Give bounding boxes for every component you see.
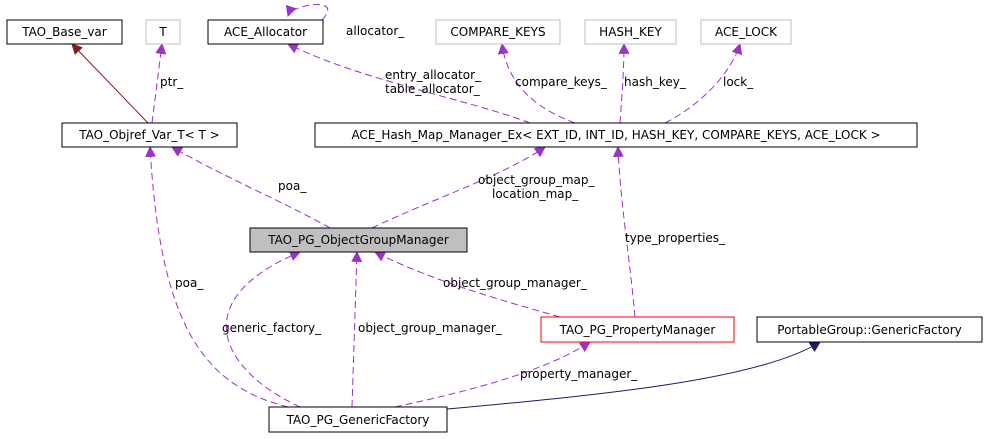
node-hash-key-label: HASH_KEY bbox=[599, 25, 662, 39]
node-tao-base-var-label: TAO_Base_var bbox=[21, 25, 107, 39]
node-t[interactable]: T bbox=[145, 19, 181, 45]
label-lock: lock_ bbox=[723, 75, 754, 89]
label-poa-left: poa_ bbox=[175, 276, 204, 290]
label-property-manager: property_manager_ bbox=[520, 367, 638, 381]
label-ogm-right: object_group_manager_ bbox=[443, 276, 588, 290]
node-tao-base-var[interactable]: TAO_Base_var bbox=[6, 19, 123, 45]
node-object-group-manager[interactable]: TAO_PG_ObjectGroupManager bbox=[249, 227, 468, 253]
label-type-properties: type_properties_ bbox=[625, 231, 726, 245]
node-tao-objref-var-label: TAO_Objref_Var_T< T > bbox=[78, 128, 219, 142]
edge-object-group-map bbox=[371, 146, 546, 229]
node-portablegroup-generic-factory-label: PortableGroup::GenericFactory bbox=[777, 323, 961, 337]
node-tao-generic-factory[interactable]: TAO_PG_GenericFactory bbox=[268, 406, 448, 433]
edge-property-manager bbox=[394, 341, 591, 408]
edge-inherit-generic-factory bbox=[446, 341, 821, 410]
label-compare-keys: compare_keys_ bbox=[515, 75, 608, 89]
edge-poa-left bbox=[145, 145, 289, 408]
edge-entry-table-allocator bbox=[287, 43, 531, 124]
label-object-group-map: object_group_map_ bbox=[478, 173, 595, 187]
node-property-manager-label: TAO_PG_PropertyManager bbox=[559, 323, 716, 337]
label-location-map: location_map_ bbox=[492, 187, 579, 201]
node-object-group-manager-label: TAO_PG_ObjectGroupManager bbox=[267, 233, 449, 247]
node-ace-hash-map[interactable]: ACE_Hash_Map_Manager_Ex< EXT_ID, INT_ID,… bbox=[314, 122, 918, 148]
edge-ogm-from-property bbox=[374, 251, 561, 318]
label-ogm-center: object_group_manager_ bbox=[358, 321, 503, 335]
node-t-label: T bbox=[158, 25, 167, 39]
label-hash-key: hash_key_ bbox=[624, 75, 687, 89]
node-tao-objref-var[interactable]: TAO_Objref_Var_T< T > bbox=[61, 122, 238, 148]
node-ace-lock-label: ACE_LOCK bbox=[715, 25, 778, 39]
node-hash-key[interactable]: HASH_KEY bbox=[584, 19, 677, 45]
node-ace-lock[interactable]: ACE_LOCK bbox=[700, 19, 792, 45]
edge-ogm-from-factory bbox=[351, 250, 363, 408]
edge-allocator-self bbox=[285, 4, 329, 21]
edges bbox=[71, 4, 821, 410]
label-poa-top: poa_ bbox=[278, 179, 307, 193]
label-generic-factory: generic_factory_ bbox=[222, 321, 322, 335]
node-compare-keys-label: COMPARE_KEYS bbox=[450, 25, 545, 39]
node-portablegroup-generic-factory[interactable]: PortableGroup::GenericFactory bbox=[756, 316, 983, 343]
edge-labels: allocator_ entry_allocator_ table_alloca… bbox=[160, 24, 754, 381]
node-property-manager[interactable]: TAO_PG_PropertyManager bbox=[540, 316, 735, 343]
node-ace-allocator-label: ACE_Allocator bbox=[224, 25, 307, 39]
edge-poa-top bbox=[171, 146, 331, 229]
edge-ptr bbox=[151, 42, 167, 124]
edge-inherit-objref-basevar bbox=[71, 43, 149, 124]
node-ace-allocator[interactable]: ACE_Allocator bbox=[207, 19, 324, 45]
label-ptr: ptr_ bbox=[160, 75, 184, 89]
node-compare-keys[interactable]: COMPARE_KEYS bbox=[435, 19, 561, 45]
nodes: TAO_Base_var T ACE_Allocator COMPARE_KEY… bbox=[6, 19, 983, 433]
node-ace-hash-map-label: ACE_Hash_Map_Manager_Ex< EXT_ID, INT_ID,… bbox=[351, 128, 880, 142]
label-entry-allocator: entry_allocator_ bbox=[385, 68, 482, 82]
label-allocator: allocator_ bbox=[346, 24, 405, 38]
node-tao-generic-factory-label: TAO_PG_GenericFactory bbox=[286, 413, 430, 427]
label-table-allocator: table_allocator_ bbox=[385, 82, 481, 96]
edge-lock bbox=[664, 42, 743, 124]
edge-hash-key bbox=[618, 42, 630, 124]
edge-compare-keys bbox=[497, 42, 576, 124]
